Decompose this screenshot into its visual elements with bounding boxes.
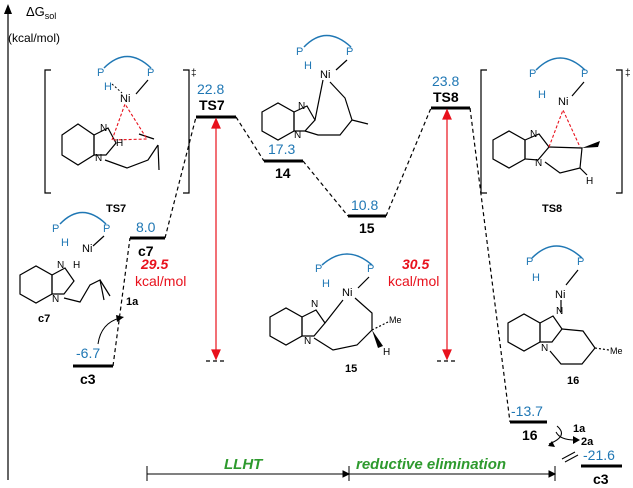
reagent-arrow-1: 1a [97, 296, 139, 345]
svg-text:P: P [52, 223, 59, 235]
structure-16: P P H Ni N N Me 16 [507, 245, 623, 387]
svg-text:P: P [526, 256, 533, 268]
svg-text:H: H [304, 60, 312, 72]
svg-text:P: P [296, 46, 303, 58]
svg-text:H: H [322, 278, 330, 290]
structure-ts8: ‡ P P H Ni N N H TS8 [480, 57, 631, 215]
barrier-re-value: 30.5 [402, 256, 429, 272]
caption-ts8: TS8 [542, 203, 562, 215]
value-ts7: 22.8 [197, 81, 224, 97]
label-15: 15 [359, 220, 375, 236]
reagent-arrow-2: 1a 2a [548, 423, 594, 463]
stage-llht: LLHT [224, 456, 264, 473]
svg-text:N: N [530, 129, 537, 140]
svg-text:Ni: Ni [320, 69, 330, 81]
svg-text:N: N [57, 260, 64, 271]
svg-text:P: P [315, 263, 322, 275]
svg-text:P: P [577, 256, 584, 268]
svg-text:Ni: Ni [558, 96, 568, 108]
svg-text:Ni: Ni [120, 93, 130, 105]
value-14: 17.3 [268, 141, 295, 157]
structure-15: P P H Ni N N H Me 15 [269, 253, 402, 375]
svg-text:H: H [586, 176, 593, 187]
svg-text:‡: ‡ [191, 68, 197, 79]
svg-text:1a: 1a [573, 423, 586, 435]
svg-text:N: N [298, 101, 305, 112]
svg-text:1a: 1a [126, 296, 139, 308]
svg-text:H: H [73, 260, 80, 271]
svg-text:N: N [556, 306, 563, 317]
structure-ts7: ‡ P P H Ni N N H TS7 [44, 55, 197, 215]
axis-delta-g: ΔGsol [26, 4, 56, 21]
axis-units: (kcal/mol) [8, 31, 60, 45]
value-c7: 8.0 [136, 219, 156, 235]
svg-text:H: H [61, 237, 69, 249]
svg-text:P: P [147, 67, 154, 79]
caption-c7: c7 [38, 313, 50, 325]
svg-text:N: N [52, 294, 59, 305]
svg-text:2a: 2a [581, 436, 594, 448]
svg-text:N: N [304, 336, 311, 347]
label-16: 16 [522, 427, 538, 443]
structure-14: P P H Ni N N [261, 34, 369, 141]
barrier-re-units: kcal/mol [388, 273, 439, 289]
species-labels: c3 c7 TS7 14 15 TS8 16 c3 [80, 89, 609, 487]
svg-text:Ni: Ni [555, 289, 565, 301]
svg-text:N: N [294, 130, 301, 141]
value-c3-start: -6.7 [76, 345, 100, 361]
svg-text:N: N [311, 299, 318, 310]
svg-text:N: N [541, 343, 548, 354]
svg-text:Me: Me [610, 346, 623, 356]
svg-text:P: P [581, 68, 588, 80]
svg-text:‡: ‡ [625, 68, 631, 79]
svg-text:P: P [346, 46, 353, 58]
label-14: 14 [275, 165, 291, 181]
value-c3-end: -21.6 [583, 447, 615, 463]
svg-text:Me: Me [389, 315, 402, 325]
svg-text:H: H [116, 138, 123, 149]
svg-text:P: P [529, 68, 536, 80]
y-axis: ΔGsol (kcal/mol) [4, 4, 60, 480]
caption-16: 16 [567, 375, 579, 387]
caption-ts7: TS7 [106, 203, 126, 215]
label-ts7: TS7 [199, 97, 225, 113]
svg-text:P: P [367, 263, 374, 275]
barrier-llht-value: 29.5 [140, 256, 168, 272]
caption-15: 15 [345, 363, 357, 375]
label-ts8: TS8 [433, 89, 459, 105]
value-ts8: 23.8 [432, 73, 459, 89]
svg-text:N: N [100, 123, 107, 134]
label-c7: c7 [138, 243, 154, 259]
svg-text:P: P [97, 67, 104, 79]
svg-text:H: H [538, 89, 546, 101]
energy-values: -6.7 8.0 22.8 17.3 10.8 23.8 -13.7 -21.6 [76, 73, 615, 463]
energy-levels [73, 106, 622, 468]
svg-text:H: H [383, 347, 390, 358]
svg-text:Ni: Ni [82, 243, 92, 255]
stage-brackets [146, 466, 557, 481]
svg-text:Ni: Ni [342, 287, 352, 299]
barrier-labels: 29.5 kcal/mol 30.5 kcal/mol [135, 256, 439, 289]
label-c3-end: c3 [593, 471, 609, 487]
label-c3-start: c3 [80, 371, 96, 387]
structure-c7: P P H Ni N N H c7 [19, 211, 111, 325]
svg-text:N: N [95, 153, 102, 164]
svg-text:H: H [532, 272, 540, 284]
stage-reductive-elimination: reductive elimination [356, 456, 506, 473]
barrier-llht-units: kcal/mol [135, 273, 186, 289]
svg-text:P: P [103, 223, 110, 235]
dashed-connectors [112, 107, 511, 423]
barrier-arrows [211, 108, 452, 361]
svg-text:N: N [535, 158, 542, 169]
svg-text:H: H [104, 81, 112, 93]
value-16: -13.7 [511, 403, 543, 419]
value-15: 10.8 [351, 197, 378, 213]
